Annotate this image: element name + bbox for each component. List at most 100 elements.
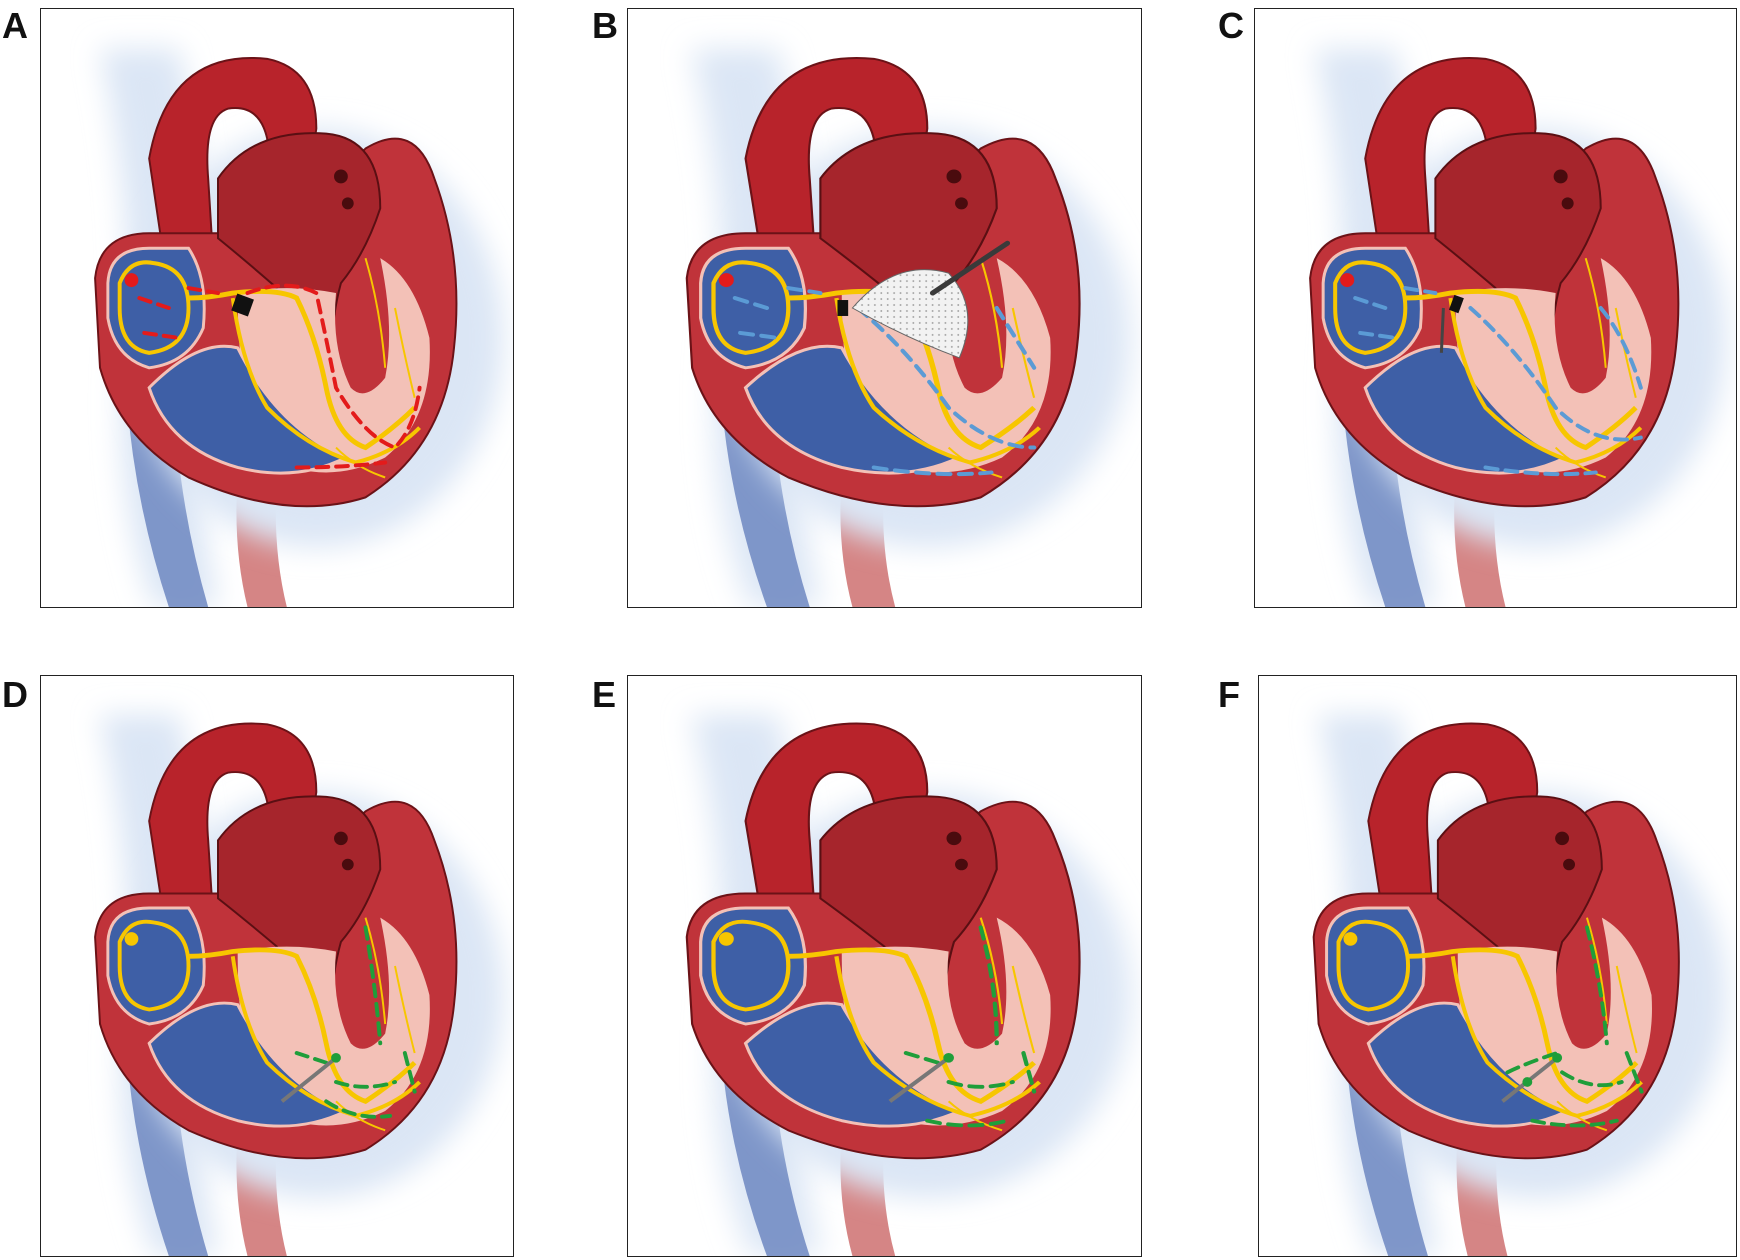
panel-label-e: E: [592, 674, 617, 715]
purkinje-fibers: [1556, 917, 1638, 1132]
pulmonary-vein: [955, 858, 968, 871]
heart-diagram: [1312, 714, 1727, 1256]
lead-tip: [331, 1053, 341, 1063]
impulse-arrow: [402, 1051, 417, 1094]
pulmonary-vein: [946, 831, 962, 846]
panel-d-illustration: [40, 675, 514, 1257]
impulse-arrow: [1505, 1051, 1560, 1075]
heart-diagram: [685, 714, 1131, 1256]
internodal-pathway: [117, 260, 191, 355]
pulmonary-vein: [1561, 197, 1574, 210]
conduction-block: [231, 293, 254, 317]
impulse-arrow: [142, 330, 181, 340]
left-bundle-branch: [230, 297, 421, 465]
panel-b-illustration: [627, 8, 1142, 608]
sinoatrial-node: [718, 273, 734, 288]
lbb-pacing-lead: [888, 1056, 950, 1103]
panel-f-illustration: [1258, 675, 1737, 1257]
impulse-arrow: [324, 1099, 393, 1119]
impulse-arrow: [855, 306, 1037, 450]
purkinje-fibers: [335, 917, 416, 1132]
pulmonary-vein: [341, 858, 354, 871]
internodal-pathway: [117, 919, 191, 1012]
his-bundle: [1408, 947, 1639, 1105]
purkinje-fibers: [947, 257, 1036, 479]
impulse-arrow: [1403, 286, 1438, 296]
sinoatrial-node: [1343, 932, 1358, 946]
panel-label-a: A: [2, 5, 28, 46]
impulse-arrow: [732, 296, 770, 310]
scalpel-icon: [929, 240, 1011, 296]
sinoatrial-node: [124, 273, 139, 288]
impulse-arrows: [732, 286, 1037, 477]
impulse-arrow: [294, 1051, 329, 1065]
impulse-arrows: [294, 925, 417, 1119]
pulmonary-vein: [1553, 169, 1568, 184]
heart-diagram: [94, 48, 504, 607]
impulse-arrow: [1530, 1118, 1619, 1128]
panel-label-b: B: [592, 5, 618, 46]
lead-tip: [943, 1053, 954, 1063]
his-bundle: [788, 288, 1037, 451]
left-bundle-branch: [230, 956, 421, 1118]
impulse-arrow: [294, 460, 388, 470]
impulse-arrow: [245, 283, 422, 450]
impulse-arrow: [738, 330, 780, 340]
impulse-arrow: [978, 925, 999, 1046]
panel-c-illustration: [1254, 8, 1737, 608]
his-bundle: [188, 947, 417, 1105]
pulmonary-vein: [946, 169, 962, 184]
impulse-arrow: [903, 1051, 941, 1065]
his-bundle: [1405, 288, 1638, 451]
impulse-arrow: [334, 1080, 397, 1089]
heart-diagram: [94, 714, 504, 1256]
internodal-pathway: [1336, 919, 1411, 1012]
left-bundle-branch: [1448, 297, 1643, 465]
impulse-arrows: [137, 283, 422, 470]
left-bundle-branch: [834, 956, 1041, 1118]
pulmonary-vein: [1563, 858, 1576, 871]
pulmonary-vein: [334, 169, 348, 184]
his-bundle: [788, 947, 1037, 1105]
impulse-arrow: [186, 286, 220, 296]
sinoatrial-node: [124, 932, 139, 946]
his-bundle: [188, 288, 417, 451]
internodal-pathway: [711, 919, 791, 1012]
impulse-arrow: [994, 306, 1037, 370]
impulse-arrow: [137, 296, 171, 310]
pulmonary-vein: [1555, 831, 1570, 846]
his-pacing-lead: [1439, 307, 1445, 353]
panel-label-d: D: [2, 674, 28, 715]
impulse-arrow: [1584, 925, 1609, 1046]
impulse-arrow: [925, 1118, 1010, 1128]
left-bundle-branch: [1450, 956, 1643, 1118]
pulmonary-vein: [955, 197, 968, 210]
pulmonary-vein: [334, 831, 348, 846]
pulmonary-vein: [341, 197, 354, 210]
internodal-pathway: [1333, 260, 1408, 355]
panel-label-f: F: [1218, 674, 1240, 715]
conduction-block: [1448, 294, 1464, 314]
impulse-arrow: [1483, 465, 1598, 477]
panel-a-illustration: [40, 8, 514, 608]
panel-e-illustration: [627, 675, 1142, 1257]
impulse-arrows: [903, 925, 1037, 1128]
panel-label-c: C: [1218, 5, 1244, 46]
lbb-pacing-lead: [280, 1056, 338, 1103]
sinoatrial-node: [718, 932, 734, 946]
heart-diagram: [685, 48, 1131, 607]
impulse-arrow: [1468, 306, 1643, 442]
impulse-arrow: [1598, 306, 1643, 390]
impulse-arrow: [1560, 1070, 1624, 1088]
lead-tip: [1552, 1053, 1563, 1063]
impulse-arrow: [1624, 1051, 1644, 1094]
lead-tip-second: [1522, 1077, 1533, 1087]
left-bundle-branch: [834, 297, 1041, 465]
sinoatrial-node: [1340, 273, 1355, 288]
impulse-arrow: [946, 1080, 1015, 1089]
impulse-arrow: [1358, 330, 1398, 340]
impulse-arrow: [786, 286, 823, 296]
heart-diagram: [1309, 48, 1726, 607]
purkinje-fibers: [947, 917, 1036, 1132]
impulse-arrow: [1021, 1051, 1037, 1094]
